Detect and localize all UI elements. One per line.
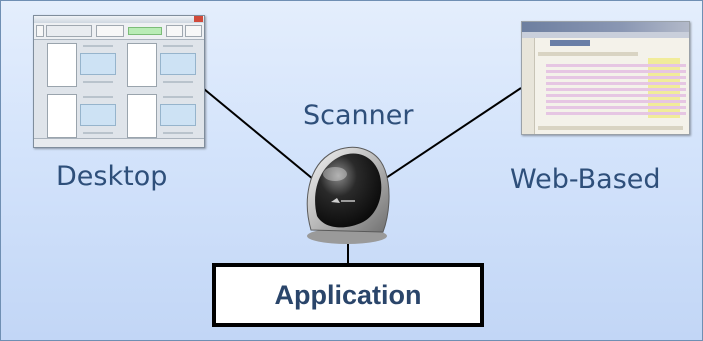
capture-panel bbox=[45, 41, 118, 91]
toolbar-icon bbox=[36, 25, 44, 37]
fingerprint-placeholder bbox=[47, 43, 77, 87]
fingerprint-placeholder bbox=[127, 94, 157, 138]
web-app-header bbox=[522, 22, 689, 32]
capture-panel bbox=[125, 41, 198, 91]
capture-panel bbox=[45, 92, 118, 142]
capture-panel bbox=[125, 92, 198, 142]
connector-desktop-scanner bbox=[203, 88, 320, 185]
toolbar-button bbox=[166, 25, 183, 37]
web-app-menubar bbox=[522, 32, 689, 38]
capture-quality-box bbox=[80, 104, 116, 126]
application-box: Application bbox=[212, 263, 484, 327]
desktop-app-titlebar bbox=[34, 16, 204, 23]
desktop-app-statusbar bbox=[34, 138, 204, 147]
web-app-title bbox=[550, 40, 590, 46]
fingerprint-placeholder bbox=[127, 43, 157, 87]
application-label: Application bbox=[274, 279, 422, 310]
scanner-label: Scanner bbox=[303, 100, 414, 131]
desktop-label: Desktop bbox=[56, 161, 168, 192]
capture-quality-box bbox=[80, 53, 116, 75]
connector-web-scanner bbox=[376, 87, 522, 185]
fingerprint-placeholder bbox=[47, 94, 77, 138]
toolbar-icons bbox=[46, 25, 92, 37]
toolbar-button bbox=[96, 25, 124, 37]
capture-quality-box bbox=[160, 104, 196, 126]
fingerprint-scanner-icon bbox=[306, 146, 390, 244]
desktop-app-toolbar bbox=[34, 23, 204, 40]
capture-quality-box bbox=[160, 53, 196, 75]
status-field bbox=[128, 27, 162, 35]
desktop-app-thumbnail bbox=[33, 15, 205, 148]
web-app-thumbnail bbox=[521, 21, 690, 135]
close-icon bbox=[194, 16, 203, 22]
toolbar-button bbox=[185, 25, 202, 37]
web-based-label: Web-Based bbox=[510, 164, 661, 195]
web-app-sidebar bbox=[522, 38, 535, 134]
